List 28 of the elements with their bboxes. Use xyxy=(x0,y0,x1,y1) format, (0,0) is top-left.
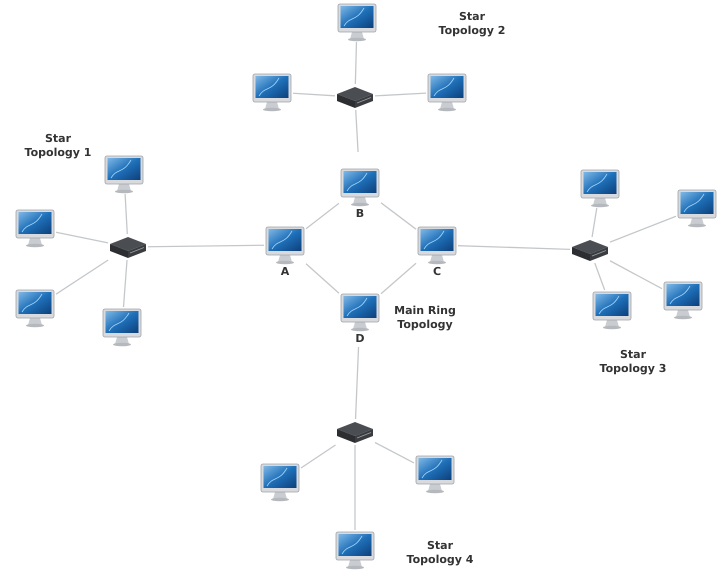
network-cable xyxy=(306,263,340,294)
network-cable xyxy=(354,445,356,530)
network-cable xyxy=(148,244,264,248)
network-cable xyxy=(374,92,426,97)
network-cable xyxy=(374,442,414,464)
topology-label: Star Topology 3 xyxy=(598,348,668,376)
network-cable xyxy=(292,92,336,96)
network-cable xyxy=(56,232,108,244)
computer-label: B xyxy=(356,208,364,219)
network-cable xyxy=(458,245,570,250)
network-cable xyxy=(122,260,128,308)
topology-label: Star Topology 1 xyxy=(24,132,92,160)
network-cable xyxy=(306,202,340,230)
network-cable xyxy=(610,216,676,243)
network-cable xyxy=(610,260,662,290)
topology-label: Star Topology 4 xyxy=(406,539,474,567)
topology-label: Star Topology 2 xyxy=(438,10,506,38)
computer-label: D xyxy=(355,333,365,344)
topology-label: Main Ring Topology xyxy=(393,304,457,332)
network-cable xyxy=(56,259,109,295)
network-cable xyxy=(380,202,416,230)
network-cable xyxy=(355,110,359,152)
network-cable xyxy=(591,208,598,238)
computer-label: C xyxy=(432,266,442,277)
computer-label: A xyxy=(280,266,290,277)
network-cable xyxy=(380,262,416,294)
network-cable xyxy=(594,262,606,290)
network-cable xyxy=(300,444,336,469)
